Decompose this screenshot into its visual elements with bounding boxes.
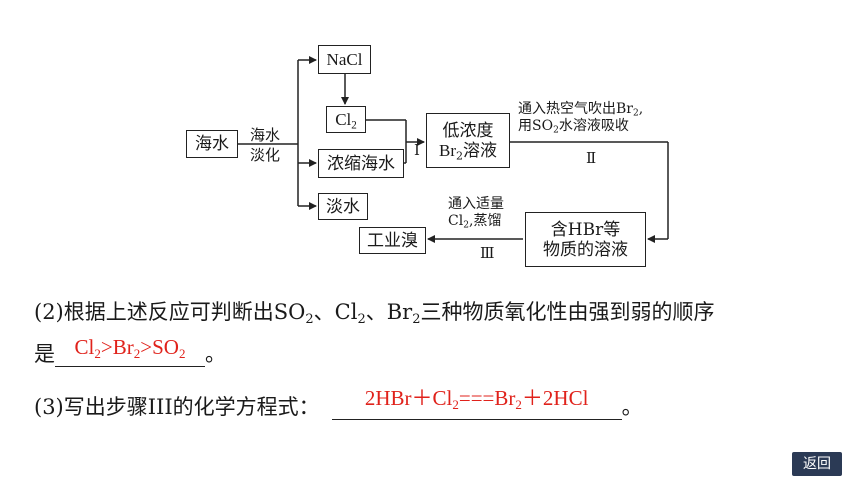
step-3-conditions: 通入适量 Cl2,蒸馏 bbox=[448, 196, 504, 231]
nacl-box: NaCl bbox=[318, 45, 371, 74]
question-3-line: (3)写出步骤III的化学方程式：2HBr＋Cl2===Br2＋2HCl。 bbox=[34, 386, 643, 420]
answer-q3: 2HBr＋Cl2===Br2＋2HCl bbox=[364, 386, 589, 412]
low-br-solution-box: 低浓度 Br2溶液 bbox=[426, 113, 510, 168]
fresh-water-box: 淡水 bbox=[318, 193, 368, 220]
answer-blank-q3: 2HBr＋Cl2===Br2＋2HCl bbox=[331, 386, 622, 420]
hbr-solution-box: 含HBr等 物质的溶液 bbox=[525, 212, 646, 267]
industrial-br-label: 工业溴 bbox=[367, 230, 418, 251]
sea-water-box: 海水 bbox=[186, 130, 238, 158]
flow-diagram-lines bbox=[238, 56, 669, 243]
step-3-label: Ⅲ bbox=[480, 244, 495, 262]
fresh-water-label: 淡水 bbox=[326, 196, 360, 217]
conc-seawater-box: 浓缩海水 bbox=[318, 149, 404, 178]
back-button[interactable]: 返回 bbox=[792, 452, 842, 476]
sea-water-label: 海水 bbox=[195, 134, 229, 154]
step-2-conditions: 通入热空气吹出Br2, 用SO2水溶液吸收 bbox=[518, 101, 644, 136]
step-1-label: I bbox=[414, 141, 420, 159]
step-2-label: Ⅱ bbox=[586, 149, 597, 167]
industrial-br-box: 工业溴 bbox=[359, 227, 426, 254]
answer-q2: Cl2>Br2>SO2 bbox=[74, 335, 186, 361]
question-2-line-1: (2)根据上述反应可判断出SO2、Cl2、Br2三种物质氧化性由强到弱的顺序 bbox=[34, 300, 715, 327]
answer-blank-q2: Cl2>Br2>SO2 bbox=[55, 335, 205, 367]
nacl-label: NaCl bbox=[326, 49, 363, 69]
cl2-box: Cl2 bbox=[326, 106, 366, 133]
conc-seawater-label: 浓缩海水 bbox=[327, 153, 395, 174]
desalination-label: 海水 淡化 bbox=[250, 126, 281, 164]
